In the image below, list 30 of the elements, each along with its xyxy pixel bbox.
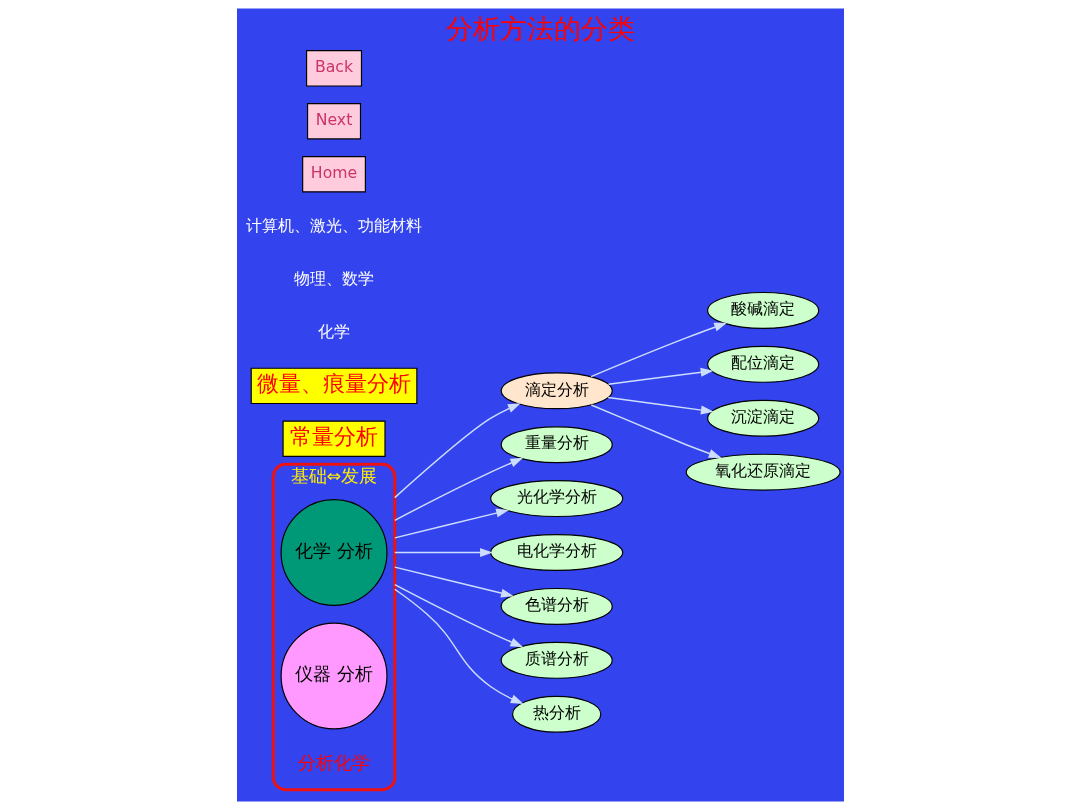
arrow	[393, 403, 521, 499]
node-ellipse: 滴定分析	[500, 372, 613, 410]
diagram-title: 分析方法的分类	[445, 13, 635, 45]
node-ellipse: 氧化还原滴定	[685, 453, 841, 491]
arrow	[589, 322, 727, 378]
arrow	[393, 548, 493, 557]
arrow	[607, 396, 714, 415]
arrow	[393, 566, 514, 598]
node-ellipse: 质谱分析	[500, 641, 613, 679]
arrow	[590, 404, 722, 458]
arrow	[393, 588, 524, 704]
node-box: 微量、痕量分析	[250, 367, 417, 405]
node-circle: 化学 分析	[280, 499, 388, 606]
label: Home	[310, 162, 357, 182]
label: 物理、数学	[293, 268, 374, 288]
arrow	[393, 457, 523, 522]
node-ellipse: 配位滴定	[706, 345, 819, 383]
node-circle: 仪器 分析	[280, 622, 388, 730]
node-ellipse: 酸碱滴定	[706, 291, 819, 329]
arrow	[393, 583, 523, 648]
node-ellipse: 沉淀滴定	[706, 399, 819, 437]
label: Back	[314, 57, 353, 77]
arrow	[393, 508, 509, 539]
node-ellipse: 重量分析	[500, 426, 613, 464]
arrow	[607, 367, 713, 385]
node-box: 常量分析	[281, 420, 386, 458]
label: 计算机、激光、功能材料	[245, 215, 422, 235]
label: Next	[315, 109, 352, 129]
label: 化学	[317, 321, 350, 341]
node-ellipse: 电化学分析	[489, 534, 623, 571]
